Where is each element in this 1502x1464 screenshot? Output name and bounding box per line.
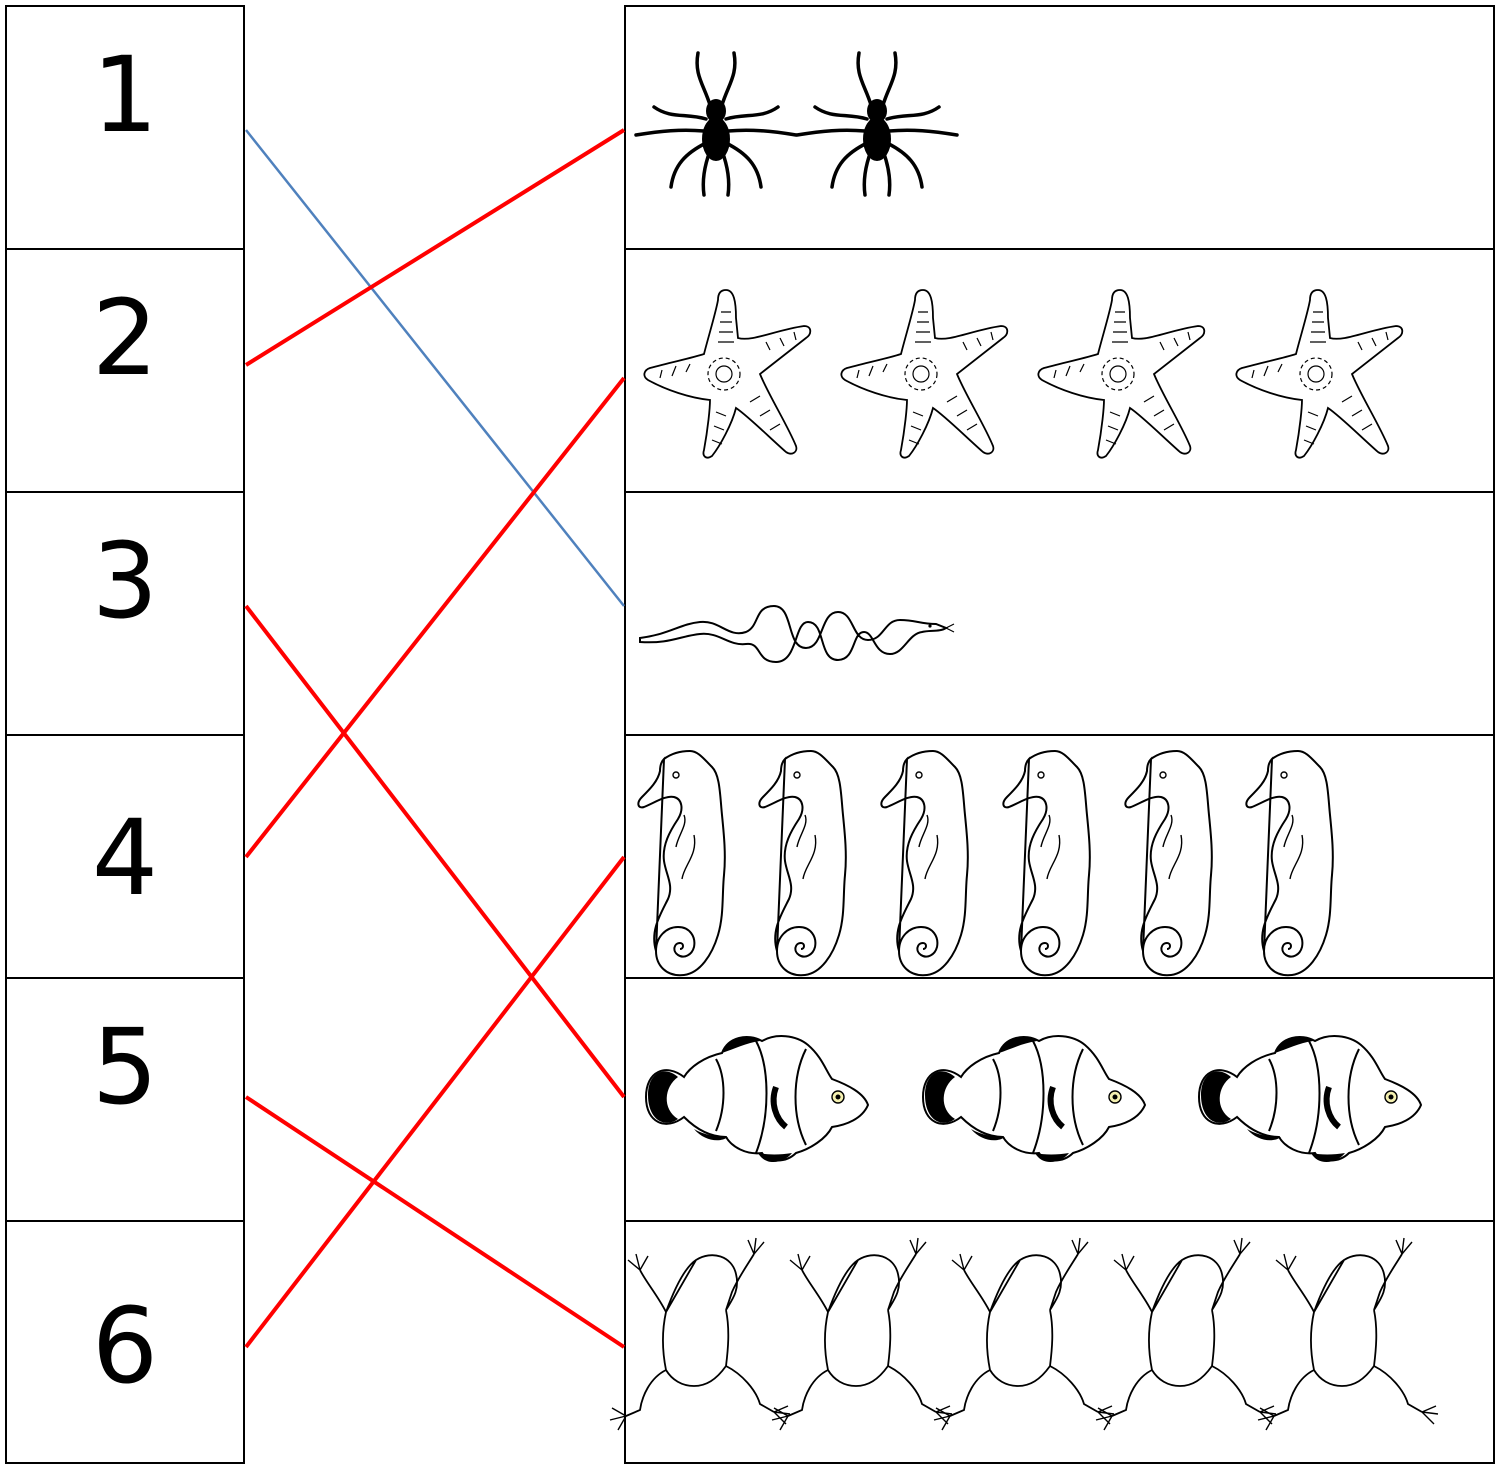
number-cell-4: 4 <box>5 734 245 979</box>
match-line-3 <box>246 606 624 1097</box>
match-line-1 <box>246 130 624 606</box>
picture-cell-2 <box>624 248 1495 493</box>
number-label: 3 <box>92 529 158 633</box>
picture-cell-5 <box>624 977 1495 1222</box>
picture-cell-3 <box>624 491 1495 736</box>
match-lines <box>246 130 624 1347</box>
number-label: 1 <box>92 43 158 147</box>
match-line-4 <box>246 378 624 857</box>
number-cell-1: 1 <box>5 5 245 250</box>
match-line-5 <box>246 1097 624 1347</box>
picture-cell-6 <box>624 1220 1495 1464</box>
number-cell-3: 3 <box>5 491 245 736</box>
number-label: 2 <box>92 286 158 390</box>
number-label: 6 <box>92 1294 158 1398</box>
picture-cell-4 <box>624 734 1495 979</box>
match-line-6 <box>246 857 624 1347</box>
number-label: 5 <box>92 1015 158 1119</box>
number-label: 4 <box>92 806 158 910</box>
match-line-2 <box>246 130 624 365</box>
picture-cell-1 <box>624 5 1495 250</box>
number-cell-5: 5 <box>5 977 245 1222</box>
number-cell-6: 6 <box>5 1220 245 1464</box>
number-cell-2: 2 <box>5 248 245 493</box>
